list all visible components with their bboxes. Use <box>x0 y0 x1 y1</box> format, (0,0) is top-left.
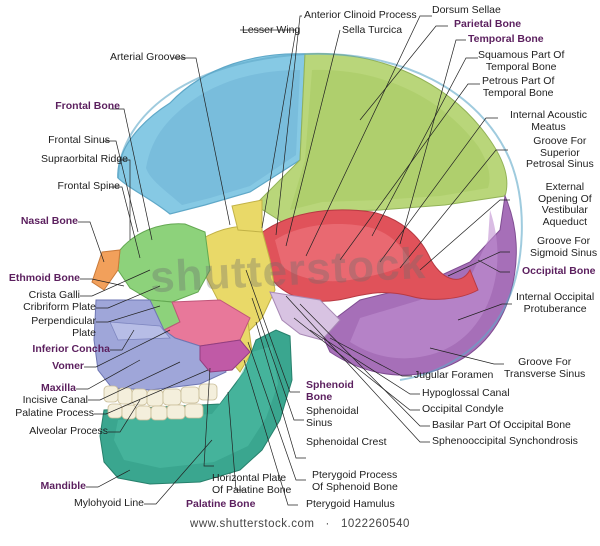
label-incisive-canal: Incisive Canal <box>22 394 88 406</box>
label-ethmoid-bone: Ethmoid Bone <box>8 272 80 284</box>
label-petrous-part: Petrous Part Of Temporal Bone <box>482 75 555 99</box>
label-petrous-part-line1: Petrous Part Of <box>482 75 555 87</box>
label-petrous-part-line2: Temporal Bone <box>482 86 554 99</box>
label-groove-transverse-line2: Transverse Sinus <box>504 367 586 380</box>
footer-band <box>0 512 600 541</box>
label-groove-sigmoid-line2: Sigmoid Sinus <box>530 246 598 259</box>
label-perpendicular-plate-line1: Perpendicular <box>31 315 96 327</box>
label-external-opening-line3: Vestibular <box>541 204 588 216</box>
label-nasal-bone: Nasal Bone <box>20 215 78 227</box>
label-groove-superior-petrosal: Groove For Superior Petrosal Sinus <box>526 135 594 171</box>
label-supraorbital-ridge: Supraorbital Ridge <box>41 153 128 165</box>
leader-lines <box>76 15 512 506</box>
label-groove-sigmoid-sinus: Groove For Sigmoid Sinus <box>530 235 598 259</box>
label-occipital-bone: Occipital Bone <box>522 265 596 277</box>
label-perpendicular-plate: Perpendicular Plate <box>31 315 96 339</box>
footer: www.shutterstock.com · 1022260540 <box>0 518 600 530</box>
temporal-bone-highlight <box>275 224 410 282</box>
label-groove-superior-line2: Superior <box>540 146 580 159</box>
label-inferior-concha: Inferior Concha <box>32 343 110 355</box>
skull-outer-rim <box>117 52 523 381</box>
label-internal-acoustic-line2: Meatus <box>531 120 566 133</box>
label-groove-transverse-sinus: Groove For Transverse Sinus <box>504 356 586 380</box>
label-crista-galli: Crista Galli <box>28 289 80 301</box>
label-sphenoidal-sinus-line1: Sphenoidal <box>306 405 359 417</box>
label-horizontal-plate: Horizontal Plate Of Palatine Bone <box>212 472 292 496</box>
label-groove-superior-line1: Groove For <box>533 135 587 147</box>
footer-url: www.shutterstock.com <box>190 518 315 530</box>
label-frontal-spine: Frontal Spine <box>57 180 120 192</box>
lower-teeth <box>107 403 204 421</box>
label-groove-superior-line3: Petrosal Sinus <box>526 158 594 170</box>
label-sphenoidal-sinus-line2: Sinus <box>306 416 333 429</box>
label-internal-occipital-line1: Internal Occipital <box>516 291 595 303</box>
label-anterior-clinoid-process: Anterior Clinoid Process <box>304 9 417 21</box>
label-horizontal-plate-line2: Of Palatine Bone <box>212 483 292 496</box>
label-hypoglossal-canal: Hypoglossal Canal <box>422 387 510 399</box>
label-sphenoidal-crest: Sphenoidal Crest <box>306 436 387 448</box>
label-external-opening-line2: Opening Of <box>538 192 592 205</box>
label-occipital-condyle: Occipital Condyle <box>422 403 504 415</box>
label-palatine-process: Palatine Process <box>15 407 94 419</box>
label-squamous-part-line2: Temporal Bone <box>485 60 557 73</box>
label-lesser-wing: Lesser Wing <box>242 24 301 36</box>
label-dorsum-sellae: Dorsum Sellae <box>432 4 501 16</box>
palatine-bone <box>199 339 251 373</box>
label-sphenooccipital-synchondrosis: Sphenooccipital Synchondrosis <box>432 435 578 447</box>
label-perpendicular-plate-line2: Plate <box>72 326 96 339</box>
label-temporal-bone: Temporal Bone <box>468 33 544 45</box>
label-groove-transverse-line1: Groove For <box>518 356 572 368</box>
label-arterial-grooves: Arterial Grooves <box>110 51 186 63</box>
footer-id: 1022260540 <box>340 518 410 530</box>
label-internal-acoustic-meatus: Internal Acoustic Meatus <box>510 109 588 133</box>
upper-teeth <box>103 383 218 407</box>
label-cribriform-plate: Cribriform Plate <box>23 301 96 313</box>
label-vomer: Vomer <box>52 360 84 372</box>
label-pterygoid-hamulus: Pterygoid Hamulus <box>306 498 395 510</box>
label-frontal-bone: Frontal Bone <box>55 100 120 112</box>
sphenoid-wing <box>231 199 263 233</box>
label-alveolar-process: Alveolar Process <box>29 425 108 437</box>
label-external-opening-line1: External <box>545 181 585 193</box>
label-mandible: Mandible <box>40 480 86 492</box>
label-sella-turcica: Sella Turcica <box>342 24 403 36</box>
label-internal-occipital-line2: Protuberance <box>523 302 587 315</box>
footer-separator: · <box>318 518 338 530</box>
frontal-bone-inner <box>146 70 300 205</box>
label-jugular-foramen: Jugular Foramen <box>414 369 494 381</box>
label-pterygoid-process-line1: Pterygoid Process <box>312 469 398 481</box>
label-internal-acoustic-line1: Internal Acoustic <box>510 109 588 121</box>
label-parietal-bone: Parietal Bone <box>454 18 522 30</box>
label-basilar-part: Basilar Part Of Occipital Bone <box>432 419 571 431</box>
label-mylohyoid-line: Mylohyoid Line <box>73 497 144 509</box>
label-sphenoid-bone-line2: Bone <box>306 390 333 403</box>
label-sphenoid-bone: Sphenoid Bone <box>306 379 354 403</box>
label-internal-occipital-protuberance: Internal Occipital Protuberance <box>516 291 595 315</box>
inferior-concha <box>109 321 171 341</box>
label-squamous-part: Squamous Part Of Temporal Bone <box>478 49 565 73</box>
label-external-opening-line4: Aqueduct <box>542 215 588 228</box>
label-pterygoid-process: Pterygoid Process Of Sphenoid Bone <box>312 469 398 493</box>
occipital-bone-inner <box>350 210 498 359</box>
parietal-bone-inner <box>290 69 490 210</box>
label-external-opening-vestibular-aqueduct: External Opening Of Vestibular Aqueduct <box>538 181 592 228</box>
label-frontal-sinus: Frontal Sinus <box>48 134 110 146</box>
label-palatine-bone: Palatine Bone <box>186 498 256 510</box>
nasal-bone <box>91 249 121 291</box>
label-maxilla: Maxilla <box>40 382 76 394</box>
mandible-inner <box>114 346 278 468</box>
label-horizontal-plate-line1: Horizontal Plate <box>212 472 287 484</box>
label-squamous-part-line1: Squamous Part Of <box>478 49 565 61</box>
label-groove-sigmoid-line1: Groove For <box>537 235 591 247</box>
label-pterygoid-process-line2: Of Sphenoid Bone <box>312 480 398 493</box>
label-sphenoid-bone-line1: Sphenoid <box>306 379 354 391</box>
label-sphenoidal-sinus: Sphenoidal Sinus <box>306 405 359 429</box>
